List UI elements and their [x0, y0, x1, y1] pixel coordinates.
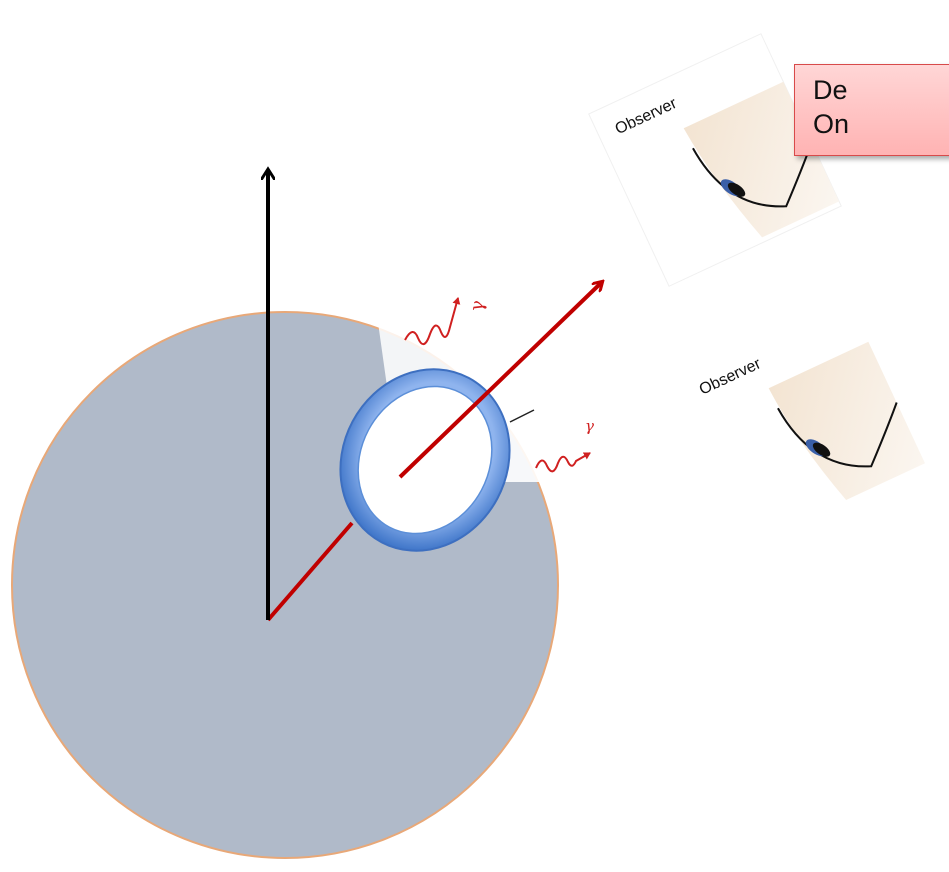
observer-panel-2: Observer — [674, 294, 926, 546]
photon-gamma-label: γ — [585, 417, 594, 435]
note-box: De On — [794, 64, 949, 156]
note-line-2: On — [813, 109, 849, 140]
note-line-1: De — [813, 75, 848, 106]
photon-emission-lower: γ — [505, 392, 605, 482]
